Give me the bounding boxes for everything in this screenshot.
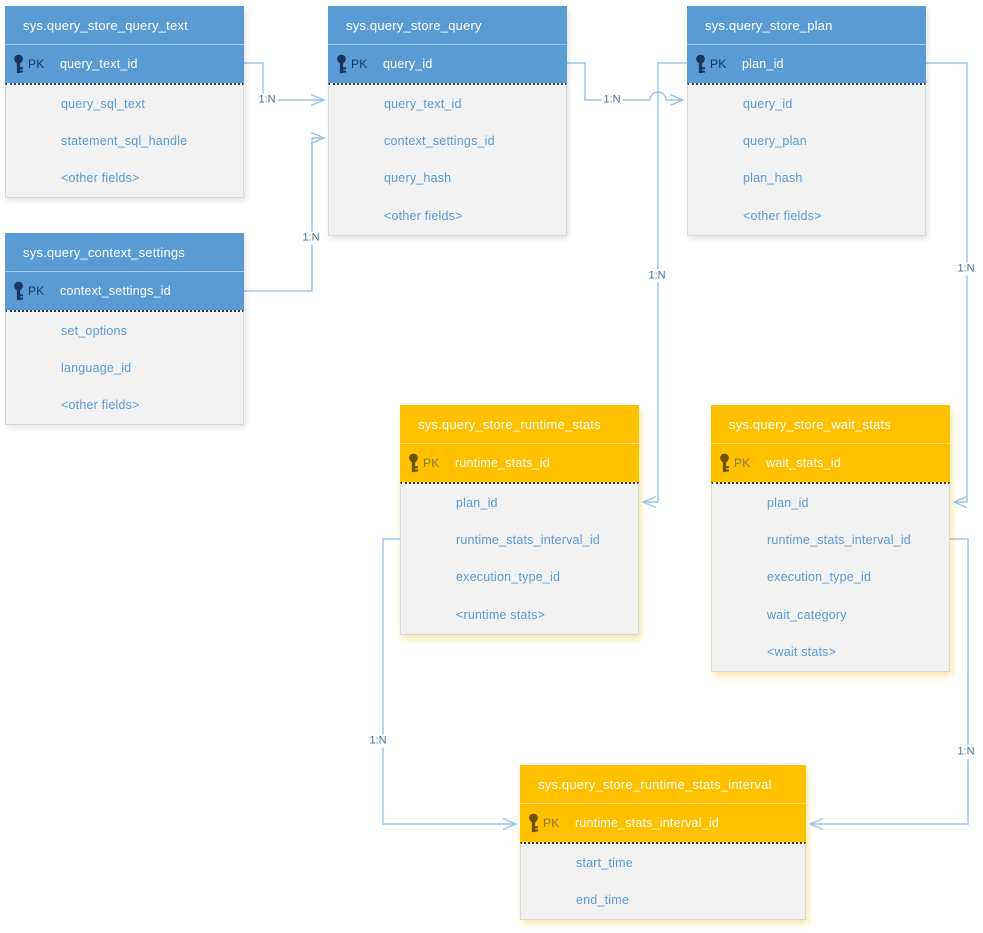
field-row: <runtime stats> — [456, 607, 546, 622]
field-list: start_time end_time — [520, 842, 806, 920]
pk-label: PK — [710, 57, 727, 71]
table-title: sys.query_store_runtime_stats — [400, 405, 639, 443]
field-row: end_time — [576, 893, 630, 908]
primary-key-row: PK query_id — [328, 44, 567, 83]
field-row: plan_hash — [743, 171, 803, 186]
field-row: plan_id — [767, 495, 809, 510]
cardinality-label: 1:N — [300, 231, 322, 245]
cardinality-label: 1:N — [955, 262, 977, 276]
field-row: wait_category — [767, 607, 847, 622]
primary-key-row: PK runtime_stats_id — [400, 443, 639, 482]
field-row: set_options — [61, 323, 128, 338]
field-row: execution_type_id — [767, 570, 872, 585]
field-row: runtime_stats_interval_id — [767, 533, 911, 548]
cardinality-label: 1:N — [256, 93, 278, 107]
field-row: query_text_id — [384, 96, 462, 111]
entity-table-query-store-query-text: sys.query_store_query_text PK query_text… — [5, 6, 244, 199]
table-title: sys.query_store_runtime_stats_interval — [520, 765, 806, 803]
pk-field-name: runtime_stats_interval_id — [575, 816, 719, 830]
cardinality-label: 1:N — [646, 269, 668, 283]
connector-query-to-plan — [567, 62, 685, 107]
field-row: <other fields> — [384, 208, 463, 223]
entity-table-query-context-settings: sys.query_context_settings PK context_se… — [5, 233, 244, 426]
connector-plan-to-runtimestats — [641, 62, 687, 509]
field-row: <other fields> — [61, 398, 140, 413]
primary-key-row: PK runtime_stats_interval_id — [520, 803, 806, 842]
field-row: <other fields> — [61, 171, 140, 186]
field-list: query_sql_text statement_sql_handle <oth… — [5, 83, 244, 199]
key-icon — [527, 813, 540, 833]
field-list: query_id query_plan plan_hash <other fie… — [687, 83, 926, 236]
pk-label: PK — [734, 456, 751, 470]
key-icon — [718, 453, 731, 473]
field-list: plan_id runtime_stats_interval_id execut… — [711, 482, 950, 672]
field-row: start_time — [576, 855, 633, 870]
pk-field-name: plan_id — [742, 57, 784, 71]
field-row: plan_id — [456, 495, 498, 510]
key-icon — [407, 453, 420, 473]
field-row: context_settings_id — [384, 134, 495, 149]
pk-field-name: runtime_stats_id — [455, 456, 550, 470]
table-title: sys.query_context_settings — [5, 233, 244, 271]
pk-label: PK — [543, 816, 560, 830]
connector-contextsettings-to-query — [244, 131, 326, 292]
entity-table-query-store-plan: sys.query_store_plan PK plan_id query_id… — [687, 6, 926, 236]
pk-label: PK — [28, 57, 45, 71]
pk-label: PK — [351, 57, 368, 71]
pk-label: PK — [423, 456, 440, 470]
table-title: sys.query_store_wait_stats — [711, 405, 950, 443]
entity-table-query-store-runtime-stats-interval: sys.query_store_runtime_stats_interval P… — [520, 765, 806, 920]
pk-label: PK — [28, 284, 45, 298]
field-row: <other fields> — [743, 208, 822, 223]
entity-table-query-store-query: sys.query_store_query PK query_id query_… — [328, 6, 567, 236]
entity-table-query-store-wait-stats: sys.query_store_wait_stats PK wait_stats… — [711, 405, 950, 672]
table-title: sys.query_store_query — [328, 6, 567, 44]
key-icon — [335, 54, 348, 74]
field-row: statement_sql_handle — [61, 134, 188, 149]
cardinality-label: 1:N — [601, 93, 623, 107]
cardinality-label: 1:N — [367, 734, 389, 748]
field-row: language_id — [61, 361, 132, 376]
pk-field-name: context_settings_id — [60, 284, 171, 298]
entity-table-query-store-runtime-stats: sys.query_store_runtime_stats PK runtime… — [400, 405, 639, 635]
primary-key-row: PK wait_stats_id — [711, 443, 950, 482]
field-row: query_sql_text — [61, 96, 146, 111]
field-row: execution_type_id — [456, 570, 561, 585]
pk-field-name: query_text_id — [60, 57, 138, 71]
key-icon — [12, 281, 25, 301]
field-row: query_hash — [384, 171, 452, 186]
field-list: set_options language_id <other fields> — [5, 310, 244, 426]
field-row: query_id — [743, 96, 793, 111]
pk-field-name: wait_stats_id — [766, 456, 841, 470]
field-row: runtime_stats_interval_id — [456, 533, 600, 548]
primary-key-row: PK query_text_id — [5, 44, 244, 83]
key-icon — [694, 54, 707, 74]
field-list: plan_id runtime_stats_interval_id execut… — [400, 482, 639, 635]
table-title: sys.query_store_query_text — [5, 6, 244, 44]
key-icon — [12, 54, 25, 74]
pk-field-name: query_id — [383, 57, 433, 71]
primary-key-row: PK context_settings_id — [5, 271, 244, 310]
primary-key-row: PK plan_id — [687, 44, 926, 83]
field-list: query_text_id context_settings_id query_… — [328, 83, 567, 236]
table-title: sys.query_store_plan — [687, 6, 926, 44]
field-row: <wait stats> — [767, 645, 837, 660]
cardinality-label: 1:N — [955, 745, 977, 759]
field-row: query_plan — [743, 134, 807, 149]
